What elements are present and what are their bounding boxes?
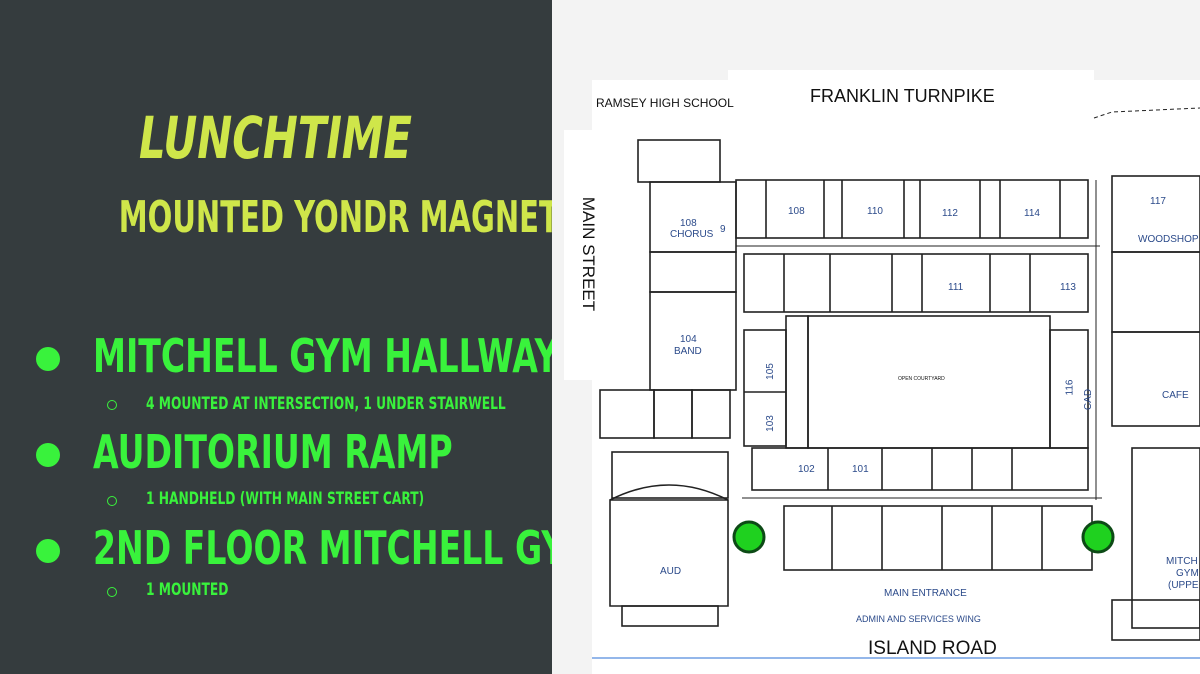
room-108-label: 108 <box>680 218 697 229</box>
room-116-label: 116 <box>1064 379 1076 396</box>
bullet-dot-1 <box>36 347 60 371</box>
main-street-strip <box>564 130 596 380</box>
school-name-label: RAMSEY HIGH SCHOOL <box>596 96 734 110</box>
map-sheet <box>592 80 1200 674</box>
magnet-marker-mitchell-hallway <box>1081 520 1115 554</box>
room-102-label: 102 <box>798 464 815 475</box>
room-9-label: 9 <box>720 224 726 235</box>
floor-plan-map <box>564 70 1200 674</box>
room-chorus-label: CHORUS <box>670 229 714 240</box>
room-113-label: 113 <box>1060 282 1076 293</box>
room-108b-label: 108 <box>788 206 805 217</box>
admin-wing-label: ADMIN AND SERVICES WING <box>856 614 981 624</box>
building-walls <box>599 107 1200 641</box>
bullet-mitchell-gym-hallway: MITCHELL GYM HALLWAY <box>93 329 559 383</box>
sub-bullet-auditorium-detail: 1 HANDHELD (WITH MAIN STREET CART) <box>146 489 425 509</box>
sub-bullet-dot-1 <box>107 400 117 410</box>
courtyard-label: OPEN COURTYARD <box>898 376 945 382</box>
map-sheet-top <box>728 70 1094 110</box>
bullet-auditorium-ramp: AUDITORIUM RAMP <box>93 425 453 479</box>
room-cad-label: CAD <box>1083 388 1095 411</box>
slide-subtitle: MOUNTED YONDR MAGNETS <box>118 192 580 243</box>
bullet-dot-3 <box>36 539 60 563</box>
sub-bullet-mitchell-hallway-detail: 4 MOUNTED AT INTERSECTION, 1 UNDER STAIR… <box>146 394 506 414</box>
sub-bullet-dot-2 <box>107 496 117 506</box>
room-101-label: 101 <box>852 464 869 475</box>
room-aud-label: AUD <box>660 566 682 577</box>
street-island-road: ISLAND ROAD <box>868 638 997 659</box>
room-woodshop-label: WOODSHOP <box>1138 234 1199 245</box>
room-110-label: 110 <box>867 206 883 217</box>
magnet-marker-auditorium-ramp <box>732 520 766 554</box>
room-104-label: 104 <box>680 334 697 345</box>
room-band-label: BAND <box>674 346 702 357</box>
room-111-label: 111 <box>948 282 964 293</box>
room-103-label: 103 <box>764 415 776 432</box>
room-upper-label: (UPPE <box>1168 580 1199 591</box>
room-112-label: 112 <box>942 208 958 219</box>
room-105-label: 105 <box>764 363 776 380</box>
street-main-street: MAIN STREET <box>579 196 598 312</box>
bullet-2nd-floor-mitchell-gym: 2ND FLOOR MITCHELL GYM <box>93 521 599 575</box>
street-franklin-turnpike: FRANKLIN TURNPIKE <box>810 86 995 106</box>
floor-plan-panel: RAMSEY HIGH SCHOOL FRANKLIN TURNPIKE MAI… <box>552 0 1200 674</box>
room-mitch-label: MITCH <box>1166 556 1198 567</box>
room-gym-label: GYM <box>1176 568 1199 579</box>
slide-title: LUNCHTIME <box>139 104 413 172</box>
main-entrance-label: MAIN ENTRANCE <box>884 588 967 599</box>
room-cafe-label: CAFE <box>1162 390 1189 401</box>
room-117-label: 117 <box>1150 196 1166 207</box>
bullet-dot-2 <box>36 443 60 467</box>
sub-bullet-2nd-floor-detail: 1 MOUNTED <box>146 580 229 600</box>
text-panel: LUNCHTIME MOUNTED YONDR MAGNETS MITCHELL… <box>0 0 598 674</box>
room-114-label: 114 <box>1024 208 1040 219</box>
sub-bullet-dot-3 <box>107 587 117 597</box>
